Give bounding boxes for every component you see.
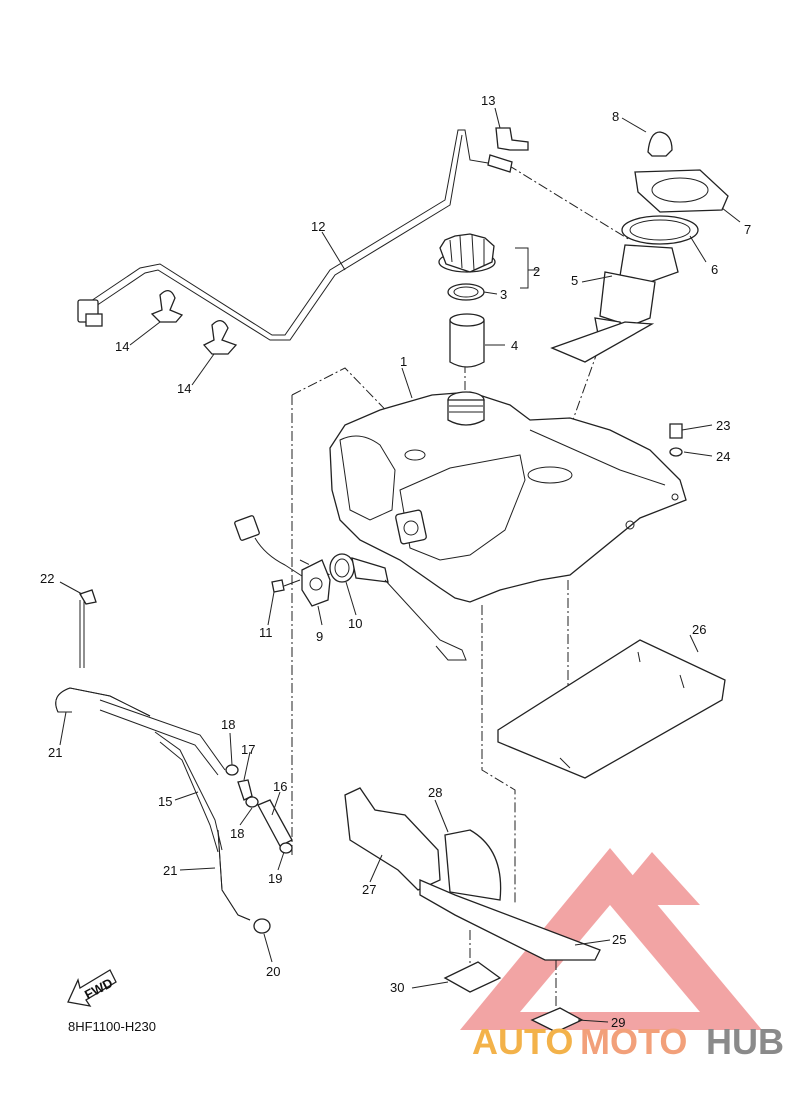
o-ring-3 <box>447 283 485 301</box>
hose-15 <box>99 699 226 853</box>
callout-15: 15 <box>158 794 172 809</box>
callout-10: 10 <box>348 616 362 631</box>
sender-plate-9 <box>301 559 331 607</box>
callout-25: 25 <box>612 932 626 947</box>
callout-20: 20 <box>266 964 280 979</box>
clip-18-a <box>225 764 239 776</box>
callout-11: 11 <box>259 625 273 640</box>
fuel-pump-5 <box>550 244 679 363</box>
callout-12: 12 <box>311 219 325 234</box>
callout-14-b: 14 <box>177 381 191 396</box>
callout-22: 22 <box>40 571 54 586</box>
callout-26: 26 <box>692 622 706 637</box>
leader-lines <box>59 107 741 1023</box>
check-valve-17 <box>237 779 253 801</box>
callout-1: 1 <box>400 354 407 369</box>
washer-24 <box>669 447 683 457</box>
fuel-tank-1 <box>329 391 687 603</box>
cable-tie-22 <box>79 589 97 668</box>
callout-13: 13 <box>481 93 495 108</box>
harness-tube-12 <box>77 129 489 341</box>
callout-14-a: 14 <box>115 339 129 354</box>
clip-14-b <box>202 320 238 355</box>
cap-8 <box>647 131 673 157</box>
callout-18-a: 18 <box>221 717 235 732</box>
fuel-sender-connector <box>234 515 306 579</box>
hose-21-a <box>55 687 151 717</box>
callout-28: 28 <box>428 785 442 800</box>
clamp-13 <box>487 127 529 173</box>
callout-4: 4 <box>511 338 518 353</box>
callout-8: 8 <box>612 109 619 124</box>
fuel-level-gauge-arm <box>351 557 467 661</box>
callout-17: 17 <box>241 742 255 757</box>
plate-28 <box>444 829 502 901</box>
cover-27 <box>344 787 441 891</box>
callout-9: 9 <box>316 629 323 644</box>
callout-21-b: 21 <box>163 863 177 878</box>
direction-label: FWD <box>82 975 115 1002</box>
callout-labels: 1 2 3 4 5 6 7 8 9 10 11 12 13 14 14 15 1… <box>40 93 751 1030</box>
diagram-code: 8HF1100-H230 <box>68 1019 156 1034</box>
callout-2: 2 <box>533 264 540 279</box>
gasket-10 <box>329 553 355 583</box>
callout-5: 5 <box>571 273 578 288</box>
callout-18-b: 18 <box>230 826 244 841</box>
callout-19: 19 <box>268 871 282 886</box>
bolt-23 <box>669 423 683 439</box>
cap-20 <box>253 918 271 934</box>
watermark-part-1: AUTO <box>472 1021 573 1062</box>
pad-30 <box>443 961 502 993</box>
gasket-6 <box>621 215 699 245</box>
watermark-text: AUTO MOTO HUB <box>472 1021 784 1062</box>
guard-25 <box>419 879 601 961</box>
watermark-part-3: HUB <box>706 1021 784 1062</box>
callout-30: 30 <box>390 980 404 995</box>
callout-6: 6 <box>711 262 718 277</box>
forward-arrow-icon: FWD <box>67 969 117 1007</box>
collar-4 <box>449 313 485 368</box>
retainer-plate-7 <box>634 169 729 213</box>
hose-16 <box>257 799 293 847</box>
callout-16: 16 <box>273 779 287 794</box>
hose-21-b <box>217 829 251 921</box>
callout-23: 23 <box>716 418 730 433</box>
watermark-logo <box>460 848 762 1030</box>
bolt-11 <box>271 579 301 593</box>
watermark-part-2: MOTO <box>580 1021 687 1062</box>
callout-21-a: 21 <box>48 745 62 760</box>
clip-18-b <box>245 796 259 808</box>
filler-cap-2 <box>438 233 496 273</box>
clip-14-a <box>150 290 184 323</box>
clip-19 <box>279 842 293 854</box>
callout-29: 29 <box>611 1015 625 1030</box>
callout-24: 24 <box>716 449 730 464</box>
callout-3: 3 <box>500 287 507 302</box>
callout-27: 27 <box>362 882 376 897</box>
callout-7: 7 <box>744 222 751 237</box>
heat-shield-26 <box>497 639 726 779</box>
